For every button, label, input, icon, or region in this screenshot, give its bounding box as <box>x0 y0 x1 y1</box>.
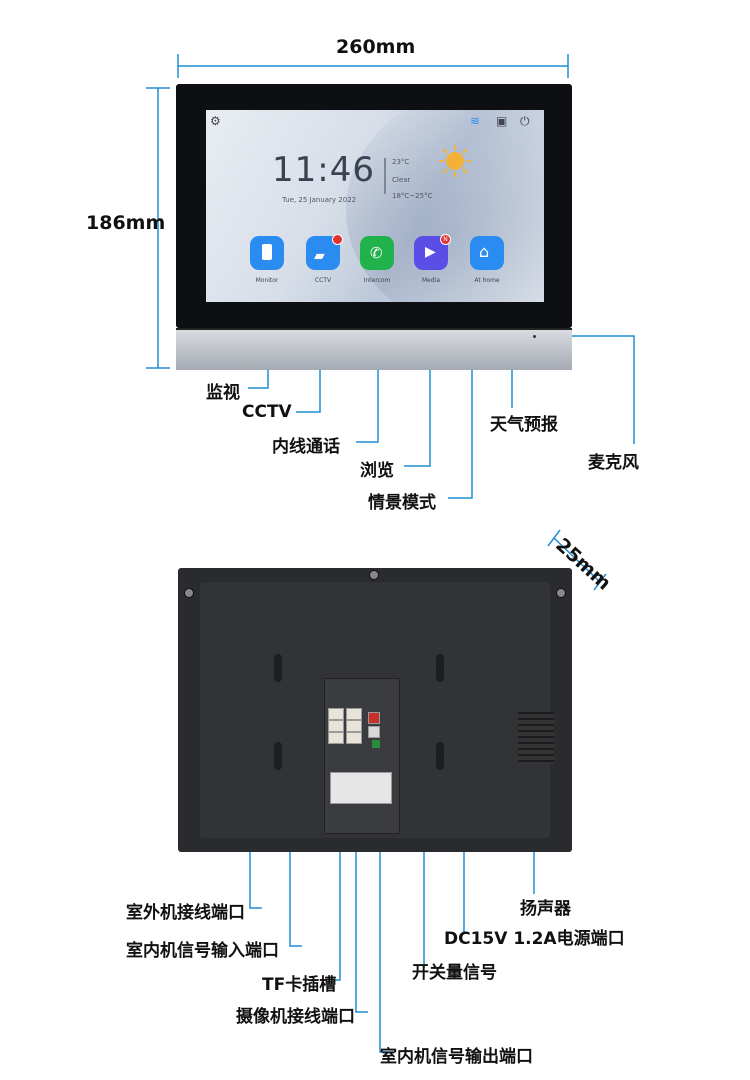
app-label-cctv: CCTV <box>314 277 332 284</box>
speaker-grill <box>518 712 554 764</box>
clock-time: 11:46 <box>272 150 375 190</box>
app-label-monitor: Monitor <box>255 277 279 284</box>
mount-hook <box>274 742 282 770</box>
label-weather: 天气预报 <box>490 415 558 435</box>
weather-condition: Clear <box>392 176 411 184</box>
mount-hook <box>436 742 444 770</box>
power-icon[interactable]: ⏻ <box>520 114 530 128</box>
indoor-out-port-2[interactable] <box>346 732 362 744</box>
clock-date: Tue, 25 January 2022 <box>282 196 357 204</box>
play-icon: ▶ <box>425 244 436 260</box>
cctv-badge <box>332 234 343 245</box>
top-screw <box>369 570 379 580</box>
label-speaker: 扬声器 <box>520 899 571 919</box>
outdoor-port-2[interactable] <box>346 708 362 720</box>
mic-hole <box>533 335 536 338</box>
app-athome-button[interactable] <box>470 236 504 270</box>
label-monitor: 监视 <box>206 383 240 403</box>
indoor-out-port[interactable] <box>328 732 344 744</box>
switch-port[interactable] <box>368 726 380 738</box>
sd-card-icon: ▣ <box>496 114 508 128</box>
back-device <box>178 568 572 852</box>
screen-wallpaper <box>346 110 544 302</box>
label-power: DC15V 1.2A电源端口 <box>444 929 625 949</box>
screw-right <box>556 588 566 598</box>
app-label-intercom: Intercom <box>363 277 391 284</box>
label-indoor-out: 室内机信号输出端口 <box>380 1047 533 1067</box>
height-label: 186mm <box>86 212 166 234</box>
doorbell-icon <box>262 244 272 260</box>
camera-port[interactable] <box>346 720 362 732</box>
label-indoor-in: 室内机信号输入端口 <box>126 941 279 961</box>
weather-range: 18°C~25°C <box>392 192 433 200</box>
mount-hook <box>436 654 444 682</box>
label-outdoor-port: 室外机接线端口 <box>126 903 245 923</box>
port-sticker <box>330 772 392 804</box>
label-mic: 麦克风 <box>588 453 639 473</box>
label-switch: 开关量信号 <box>412 963 497 983</box>
device-screen: ⚙ ≋ ▣ ⏻ 11:46 Tue, 25 January 2022 23°C … <box>206 110 544 302</box>
indoor-in-port[interactable] <box>328 720 344 732</box>
outdoor-port[interactable] <box>328 708 344 720</box>
power-port[interactable] <box>368 712 380 724</box>
label-browse: 浏览 <box>360 461 394 481</box>
width-label: 260mm <box>336 36 416 58</box>
label-scene: 情景模式 <box>368 493 436 513</box>
app-label-media: Media <box>421 277 441 284</box>
screw-left <box>184 588 194 598</box>
bottom-panel <box>176 328 572 370</box>
media-badge: N <box>440 234 451 245</box>
label-intercom: 内线通话 <box>272 437 340 457</box>
gear-icon[interactable]: ⚙ <box>210 114 221 128</box>
weather-temp: 23°C <box>392 158 410 166</box>
label-camera-port: 摄像机接线端口 <box>236 1007 355 1027</box>
sun-icon <box>439 145 471 177</box>
green-terminal[interactable] <box>372 740 380 748</box>
phone-icon: ✆ <box>370 244 383 262</box>
app-label-athome: At home <box>474 277 500 284</box>
connector-block <box>324 678 400 834</box>
weather-divider <box>384 158 386 194</box>
wifi-icon: ≋ <box>470 114 481 128</box>
label-tf-slot: TF卡插槽 <box>262 975 337 995</box>
app-intercom-button[interactable] <box>360 236 394 270</box>
home-icon: ⌂ <box>479 242 490 261</box>
label-cctv: CCTV <box>242 402 292 422</box>
front-device: ⚙ ≋ ▣ ⏻ 11:46 Tue, 25 January 2022 23°C … <box>176 84 572 370</box>
mount-hook <box>274 654 282 682</box>
camera-icon: ▰ <box>314 248 325 264</box>
